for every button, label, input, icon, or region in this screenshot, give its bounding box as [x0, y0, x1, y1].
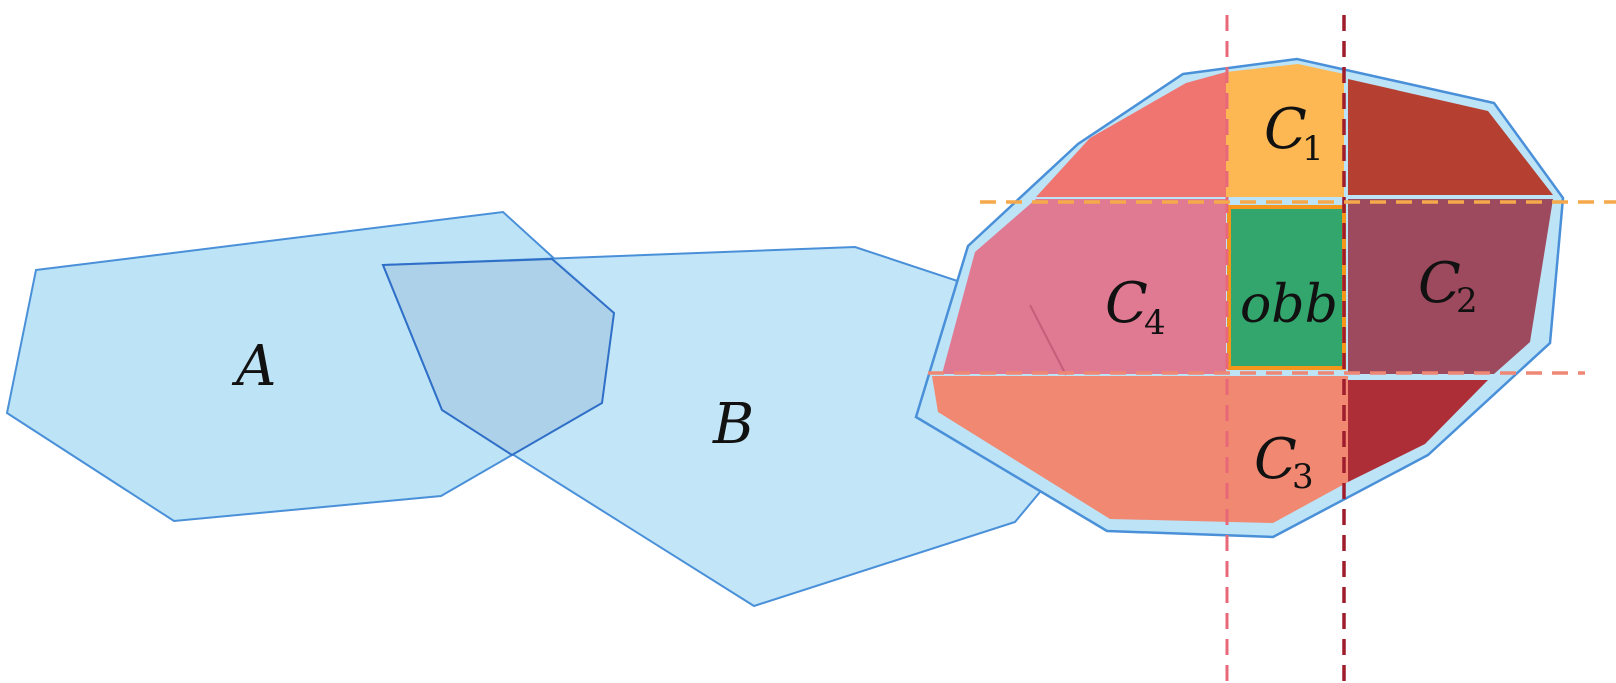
region-c2-top	[1348, 79, 1553, 195]
polygon-b-edge-through-c	[1029, 304, 1067, 376]
label-c1: C 1	[1264, 97, 1324, 169]
label-c3-subscript: 3	[1292, 457, 1314, 497]
label-c1-subscript: 1	[1302, 129, 1324, 169]
label-c3-letter: C	[1254, 427, 1297, 492]
label-c4-subscript: 4	[1144, 303, 1166, 343]
label-b: B	[712, 392, 754, 457]
label-c2-letter: C	[1418, 251, 1461, 316]
overlap-region	[381, 257, 616, 457]
label-c3: C 3	[1254, 427, 1314, 497]
region-c4-top	[1036, 72, 1226, 197]
region-c1	[1226, 64, 1344, 197]
label-obb: obb	[1240, 275, 1338, 335]
label-c2: C 2	[1418, 251, 1478, 321]
obb-box	[1227, 205, 1346, 370]
label-a: A	[231, 334, 276, 399]
region-c4	[942, 199, 1226, 374]
region-c3	[932, 376, 1348, 523]
label-c2-subscript: 2	[1456, 281, 1478, 321]
label-c4-letter: C	[1105, 271, 1148, 336]
region-c2	[1348, 199, 1553, 374]
region-c2-bottom	[1348, 380, 1488, 482]
label-c1-letter: C	[1264, 97, 1307, 162]
label-c4: C 4	[1105, 271, 1166, 343]
